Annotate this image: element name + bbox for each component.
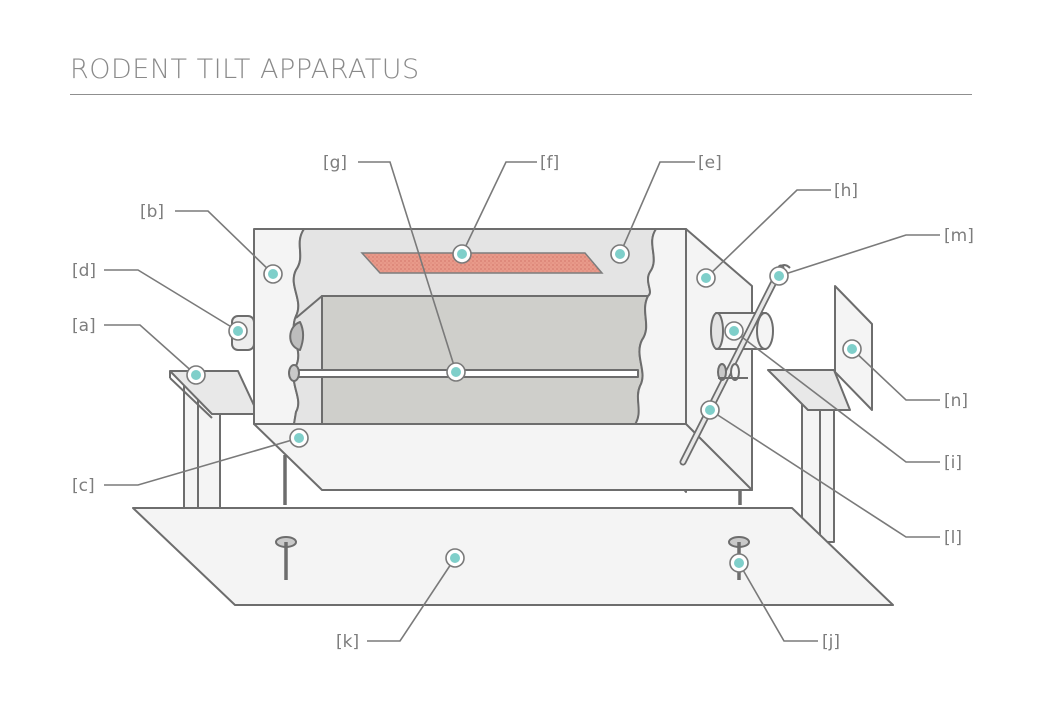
leader-m <box>778 234 940 277</box>
label-j: [j] <box>822 632 840 652</box>
marker-k <box>445 548 465 568</box>
label-i: [i] <box>944 453 962 473</box>
marker-dots <box>186 244 862 573</box>
label-m: [m] <box>944 226 974 246</box>
leader-lines <box>104 161 940 642</box>
marker-h <box>696 268 716 288</box>
box-floor <box>253 423 753 491</box>
label-b: [b] <box>140 202 164 222</box>
label-a: [a] <box>72 316 96 336</box>
marker-c <box>289 428 309 448</box>
label-e: [e] <box>698 153 722 173</box>
box-cavity <box>321 295 649 425</box>
marker-n <box>842 339 862 359</box>
leader-b <box>175 210 274 275</box>
marker-g <box>446 362 466 382</box>
marker-l <box>700 400 720 420</box>
marker-j <box>729 553 749 573</box>
leader-g <box>358 161 457 373</box>
marker-d <box>228 321 248 341</box>
leader-c <box>104 437 300 486</box>
page-title: RODENT TILT APPARATUS <box>70 54 420 85</box>
floor-pad <box>360 252 604 274</box>
leader-a <box>104 324 197 376</box>
label-l: [l] <box>944 528 962 548</box>
label-f: [f] <box>540 153 559 173</box>
apparatus-drawing <box>132 228 894 606</box>
label-k: [k] <box>336 632 359 652</box>
leader-d <box>104 269 239 332</box>
marker-m <box>769 266 789 286</box>
label-d: [d] <box>72 261 96 281</box>
leader-i <box>733 330 940 463</box>
axle-rod <box>295 369 639 378</box>
label-c: [c] <box>72 476 95 496</box>
base-plate <box>132 507 894 606</box>
marker-b <box>263 264 283 284</box>
label-h: [h] <box>834 181 858 201</box>
tilt-box <box>253 228 753 493</box>
leader-f <box>461 161 537 255</box>
leader-j <box>738 562 818 642</box>
part-labels: [a] [b] [c] [d] [e] [f] [g] [h] [i] [j] … <box>72 153 974 652</box>
leader-e <box>619 161 695 255</box>
label-g: [g] <box>323 153 347 173</box>
right-support-post <box>767 369 851 543</box>
leader-l <box>709 409 940 538</box>
marker-f <box>452 244 472 264</box>
marker-a <box>186 365 206 385</box>
leader-h <box>705 189 831 279</box>
marker-i <box>724 321 744 341</box>
marker-e <box>610 244 630 264</box>
leader-n <box>851 348 940 401</box>
left-support-post <box>169 370 259 509</box>
label-n: [n] <box>944 391 968 411</box>
title-divider <box>70 94 972 95</box>
wall-hole <box>289 321 304 351</box>
leader-k <box>367 557 456 642</box>
